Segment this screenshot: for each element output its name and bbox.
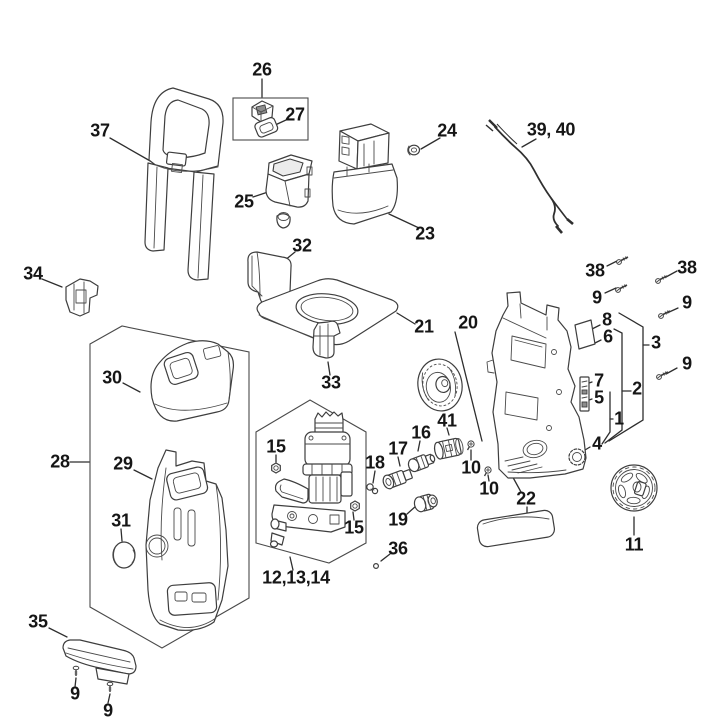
callout-30: 30 [102, 367, 122, 388]
callout-31: 31 [111, 510, 131, 531]
detail-box-26-27 [232, 97, 309, 141]
callout-35: 35 [28, 611, 48, 632]
bracket-33-drawing [312, 320, 341, 359]
callout-15-left: 15 [266, 436, 286, 457]
nut-19 [413, 493, 438, 513]
rear-housing-drawing [486, 291, 587, 479]
coupling-16 [407, 453, 436, 473]
switch-drawing [251, 100, 274, 123]
callout-38-right: 38 [677, 257, 697, 278]
screw-38-right [654, 274, 668, 285]
callout-37: 37 [90, 120, 110, 141]
callout-6: 6 [603, 326, 613, 347]
screw-9-bottom1 [72, 665, 80, 677]
callout-4: 4 [592, 433, 602, 454]
callout-15-right: 15 [344, 517, 364, 538]
callout-19: 19 [388, 509, 408, 530]
connector-17 [382, 469, 413, 490]
callout-9-bottom2: 9 [103, 700, 113, 721]
foot-tray-drawing [62, 639, 137, 685]
nut-15-left [271, 462, 281, 474]
wheel-drawing [610, 464, 658, 512]
callout-28: 28 [50, 451, 70, 472]
info-plate-drawing [574, 319, 596, 350]
callout-12-13-14: 12,13,14 [262, 567, 330, 588]
callout-38-left: 38 [585, 260, 605, 281]
callout-32: 32 [292, 235, 312, 256]
callout-25: 25 [234, 191, 254, 212]
callout-29: 29 [113, 453, 133, 474]
callout-36: 36 [388, 538, 408, 559]
callout-9-topleft: 9 [592, 287, 602, 308]
callout-8: 8 [602, 309, 612, 330]
plug-drawing [276, 212, 291, 229]
assembly-box-28 [89, 325, 250, 649]
callout-10-left: 10 [461, 457, 481, 478]
callout-26: 26 [252, 59, 272, 80]
callout-27: 27 [285, 104, 305, 125]
reference-brackets [579, 312, 650, 454]
callout-23: 23 [415, 223, 435, 244]
screw-9-topleft [614, 283, 628, 294]
fitting-18 [366, 483, 379, 495]
callout-22: 22 [516, 488, 536, 509]
front-housing-drawing [145, 449, 229, 631]
screw-9-right2 [655, 370, 669, 381]
callout-16: 16 [411, 422, 431, 443]
callout-10-right: 10 [479, 478, 499, 499]
callout-34: 34 [23, 263, 43, 284]
callout-9-right1: 9 [682, 292, 692, 313]
callout-17: 17 [388, 438, 408, 459]
callout-18: 18 [365, 452, 385, 473]
callout-5: 5 [594, 387, 604, 408]
gasket-drawing [254, 117, 279, 138]
callout-20: 20 [458, 312, 478, 333]
callout-2: 2 [632, 378, 642, 399]
assembly-box-12-13-14 [255, 399, 367, 564]
control-box-drawing [331, 123, 398, 225]
base-pad-drawing [476, 509, 556, 548]
callout-21: 21 [414, 316, 434, 337]
screw-10-left [466, 440, 475, 451]
coupling-41 [433, 437, 464, 460]
handle-drawing [144, 87, 224, 281]
screw-9-right1 [657, 309, 671, 320]
pump-assembly-drawing [269, 411, 353, 548]
callout-3: 3 [651, 332, 661, 353]
callout-33: 33 [321, 372, 341, 393]
top-cover-drawing [150, 340, 235, 422]
cap-31-drawing [112, 541, 136, 569]
nut-15-right [350, 500, 360, 512]
screw-38-left [615, 255, 629, 266]
callout-7: 7 [594, 370, 604, 391]
callout-41: 41 [437, 410, 457, 431]
callout-24: 24 [437, 120, 457, 141]
cable-drawing [485, 119, 574, 234]
ball-36 [373, 562, 380, 569]
grommet-drawing [407, 144, 421, 156]
callout-1: 1 [614, 408, 624, 429]
callout-39-40: 39, 40 [526, 119, 576, 140]
fan-drawing [417, 358, 463, 412]
callout-9-right2: 9 [682, 353, 692, 374]
callout-11: 11 [624, 534, 644, 555]
label-strip-drawing [579, 376, 590, 412]
corner-bracket-drawing [65, 278, 99, 317]
hopper-cover-drawing [265, 154, 313, 208]
screw-9-bottom2 [106, 681, 114, 693]
callout-9-bottom1: 9 [70, 683, 80, 704]
